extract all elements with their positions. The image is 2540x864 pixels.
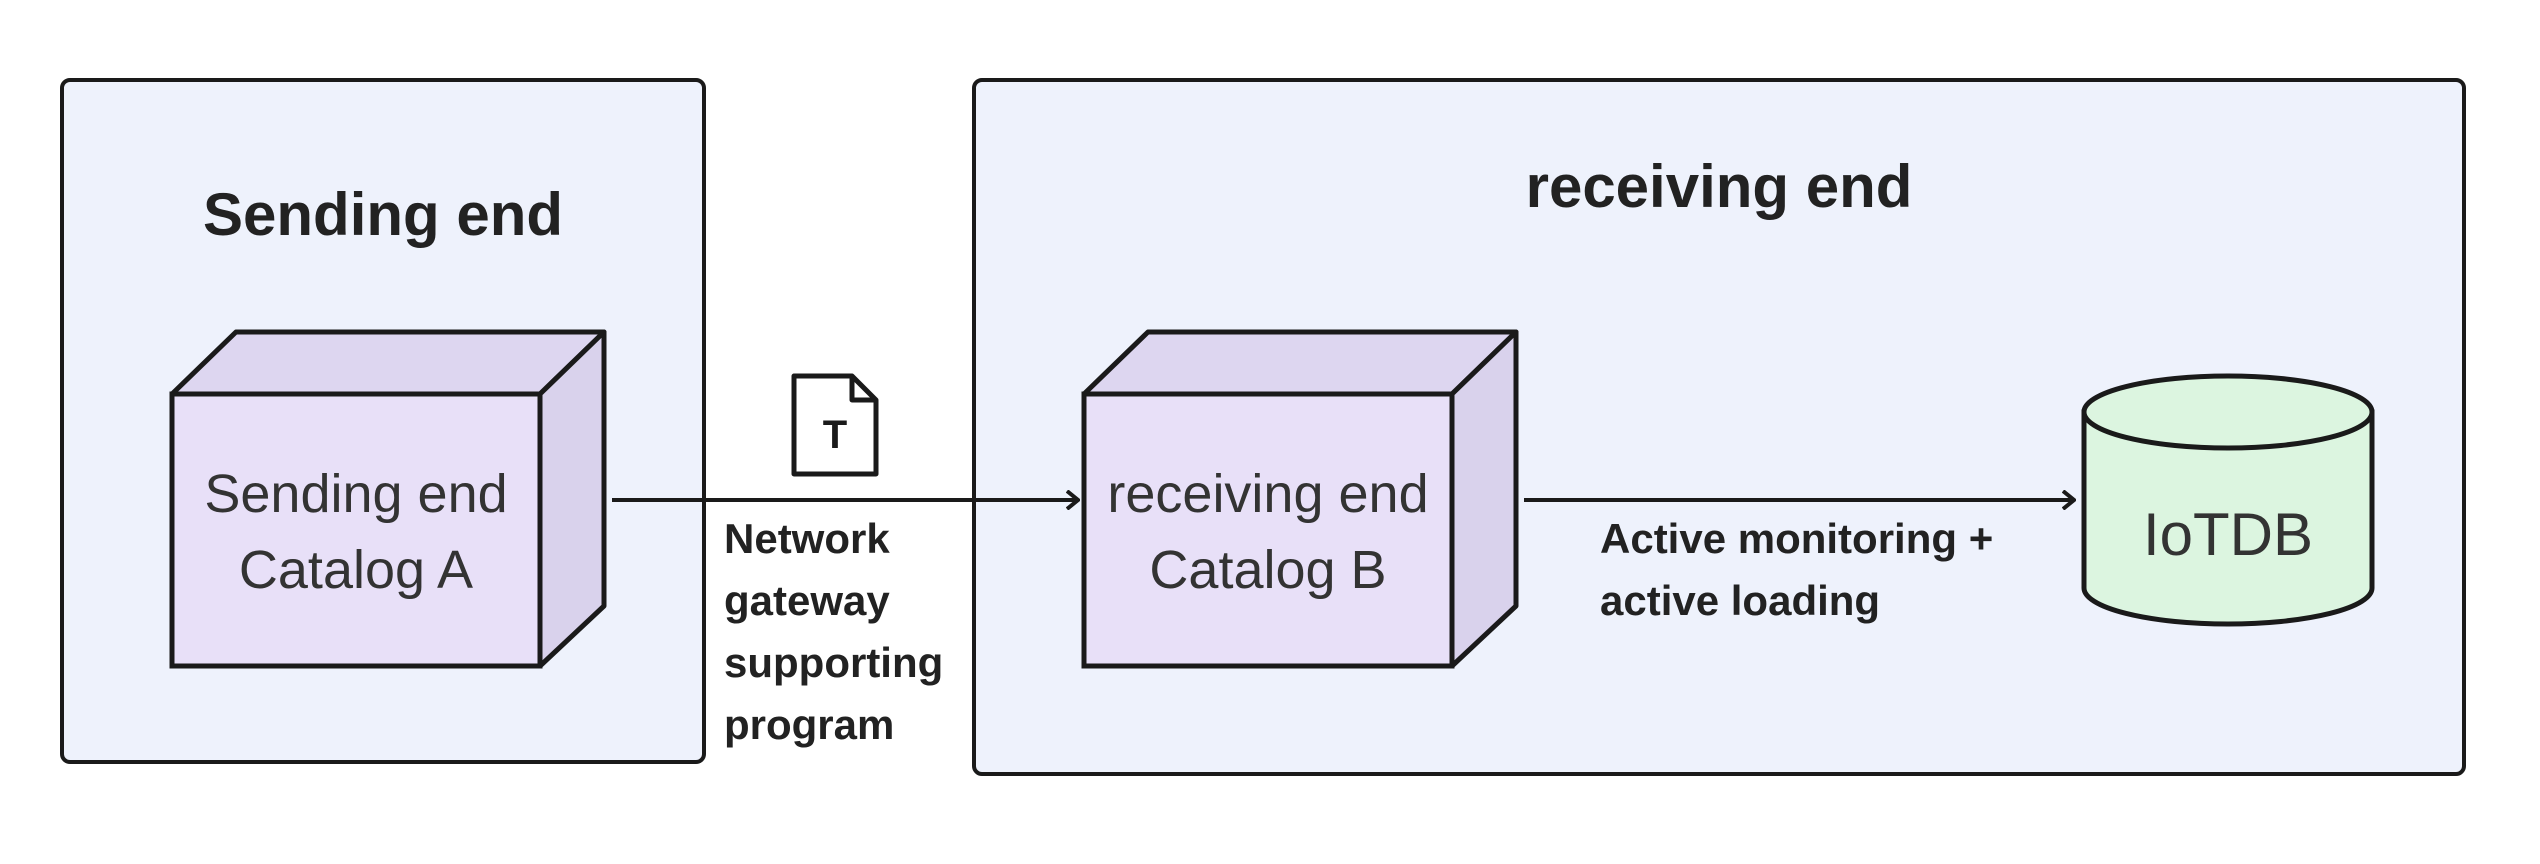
catalog-a-label: Sending end Catalog A (172, 456, 540, 608)
receiving-end-title: receiving end (1525, 153, 1913, 220)
catalog-b-cube-side (1449, 329, 1519, 669)
iotdb-label: IoTDB (2142, 501, 2314, 568)
iotdb-cylinder-top (2081, 373, 2375, 451)
catalog-a-cube (169, 329, 607, 669)
catalog-a-line1: Sending end (204, 464, 508, 524)
catalog-b-cube (1081, 329, 1519, 669)
catalog-a-line2: Catalog A (238, 540, 474, 600)
text-file-icon: T (791, 373, 879, 477)
network-label-line: program (724, 701, 895, 748)
iotdb-cylinder (2081, 373, 2375, 627)
monitoring-label-line: active loading (1600, 577, 1881, 624)
network-label-line: Network (724, 515, 890, 562)
catalog-a-cube-top (169, 329, 607, 397)
active-monitoring-label: Active monitoring + active loading (1600, 508, 1993, 632)
network-label-line: gateway (724, 577, 890, 624)
iotdb-cylinder-body (2081, 409, 2375, 627)
monitoring-label-line: Active monitoring + (1600, 515, 1994, 562)
network-gateway-label: Network gateway supporting program (724, 508, 943, 756)
catalog-a-cube-front (169, 391, 543, 669)
catalog-b-line2: Catalog B (1149, 540, 1387, 600)
catalog-b-cube-top (1081, 329, 1519, 397)
catalog-b-label: receiving end Catalog B (1084, 456, 1452, 608)
file-icon-glyph: T (823, 413, 847, 457)
sending-end-title: Sending end (203, 181, 563, 248)
catalog-b-line1: receiving end (1107, 464, 1429, 524)
catalog-b-cube-front (1081, 391, 1455, 669)
network-label-line: supporting (724, 639, 944, 686)
catalog-a-cube-side (537, 329, 607, 669)
